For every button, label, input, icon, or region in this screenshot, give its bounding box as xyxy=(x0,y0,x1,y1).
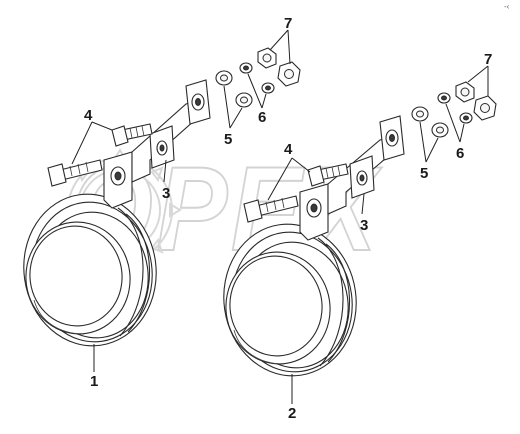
bolt-4-right-lower xyxy=(243,195,299,223)
leader-lines xyxy=(71,29,489,404)
bracket-3-left xyxy=(103,79,211,209)
washer-5-left-lower xyxy=(235,92,253,108)
lock-washer-6-left-upper xyxy=(239,62,253,74)
horn-2 xyxy=(223,223,357,377)
leader-6-left xyxy=(247,73,267,109)
nut-7-right-upper xyxy=(455,81,475,103)
lock-washer-6-right-lower xyxy=(459,112,473,124)
leader-7-right xyxy=(467,65,489,96)
leader-6-right xyxy=(445,103,465,143)
corner-mark: -‹ xyxy=(504,2,510,11)
label-1: 1 xyxy=(90,373,98,390)
bolt-4-left-upper xyxy=(111,123,153,147)
nut-7-right-lower xyxy=(473,95,497,121)
leader-4-left xyxy=(71,121,113,165)
nut-7-left-lower xyxy=(277,61,301,87)
label-6-left: 6 xyxy=(258,109,266,126)
label-7-left: 7 xyxy=(284,15,292,32)
label-4-right: 4 xyxy=(284,141,293,158)
callout-labels: 1 2 3 3 4 4 5 5 6 6 7 7 xyxy=(84,15,492,422)
bracket-3-right xyxy=(299,115,405,241)
leader-3-right xyxy=(361,193,365,215)
label-2: 2 xyxy=(288,405,296,422)
washer-5-left-upper xyxy=(215,70,233,86)
horn-1 xyxy=(23,193,157,347)
leader-4-right xyxy=(267,157,311,201)
right-assembly xyxy=(223,81,497,377)
lock-washer-6-left-lower xyxy=(261,82,275,94)
label-7-right: 7 xyxy=(484,51,492,68)
label-6-right: 6 xyxy=(456,145,464,162)
washer-5-right-upper xyxy=(411,106,429,122)
leader-5-right xyxy=(419,121,439,163)
label-3-left: 3 xyxy=(162,185,170,202)
leader-3-left xyxy=(163,159,167,183)
leader-5-left xyxy=(223,85,243,129)
bolt-4-left-lower xyxy=(47,159,103,187)
lock-washer-6-right-upper xyxy=(437,92,451,104)
label-5-left: 5 xyxy=(224,131,232,148)
label-4-left: 4 xyxy=(84,107,93,124)
nut-7-left-upper xyxy=(257,47,277,69)
label-5-right: 5 xyxy=(420,165,428,182)
washer-5-right-lower xyxy=(431,122,449,138)
left-assembly xyxy=(23,47,301,347)
leader-7-left xyxy=(269,29,291,65)
label-3-right: 3 xyxy=(360,217,368,234)
bolt-4-right-upper xyxy=(307,163,349,187)
